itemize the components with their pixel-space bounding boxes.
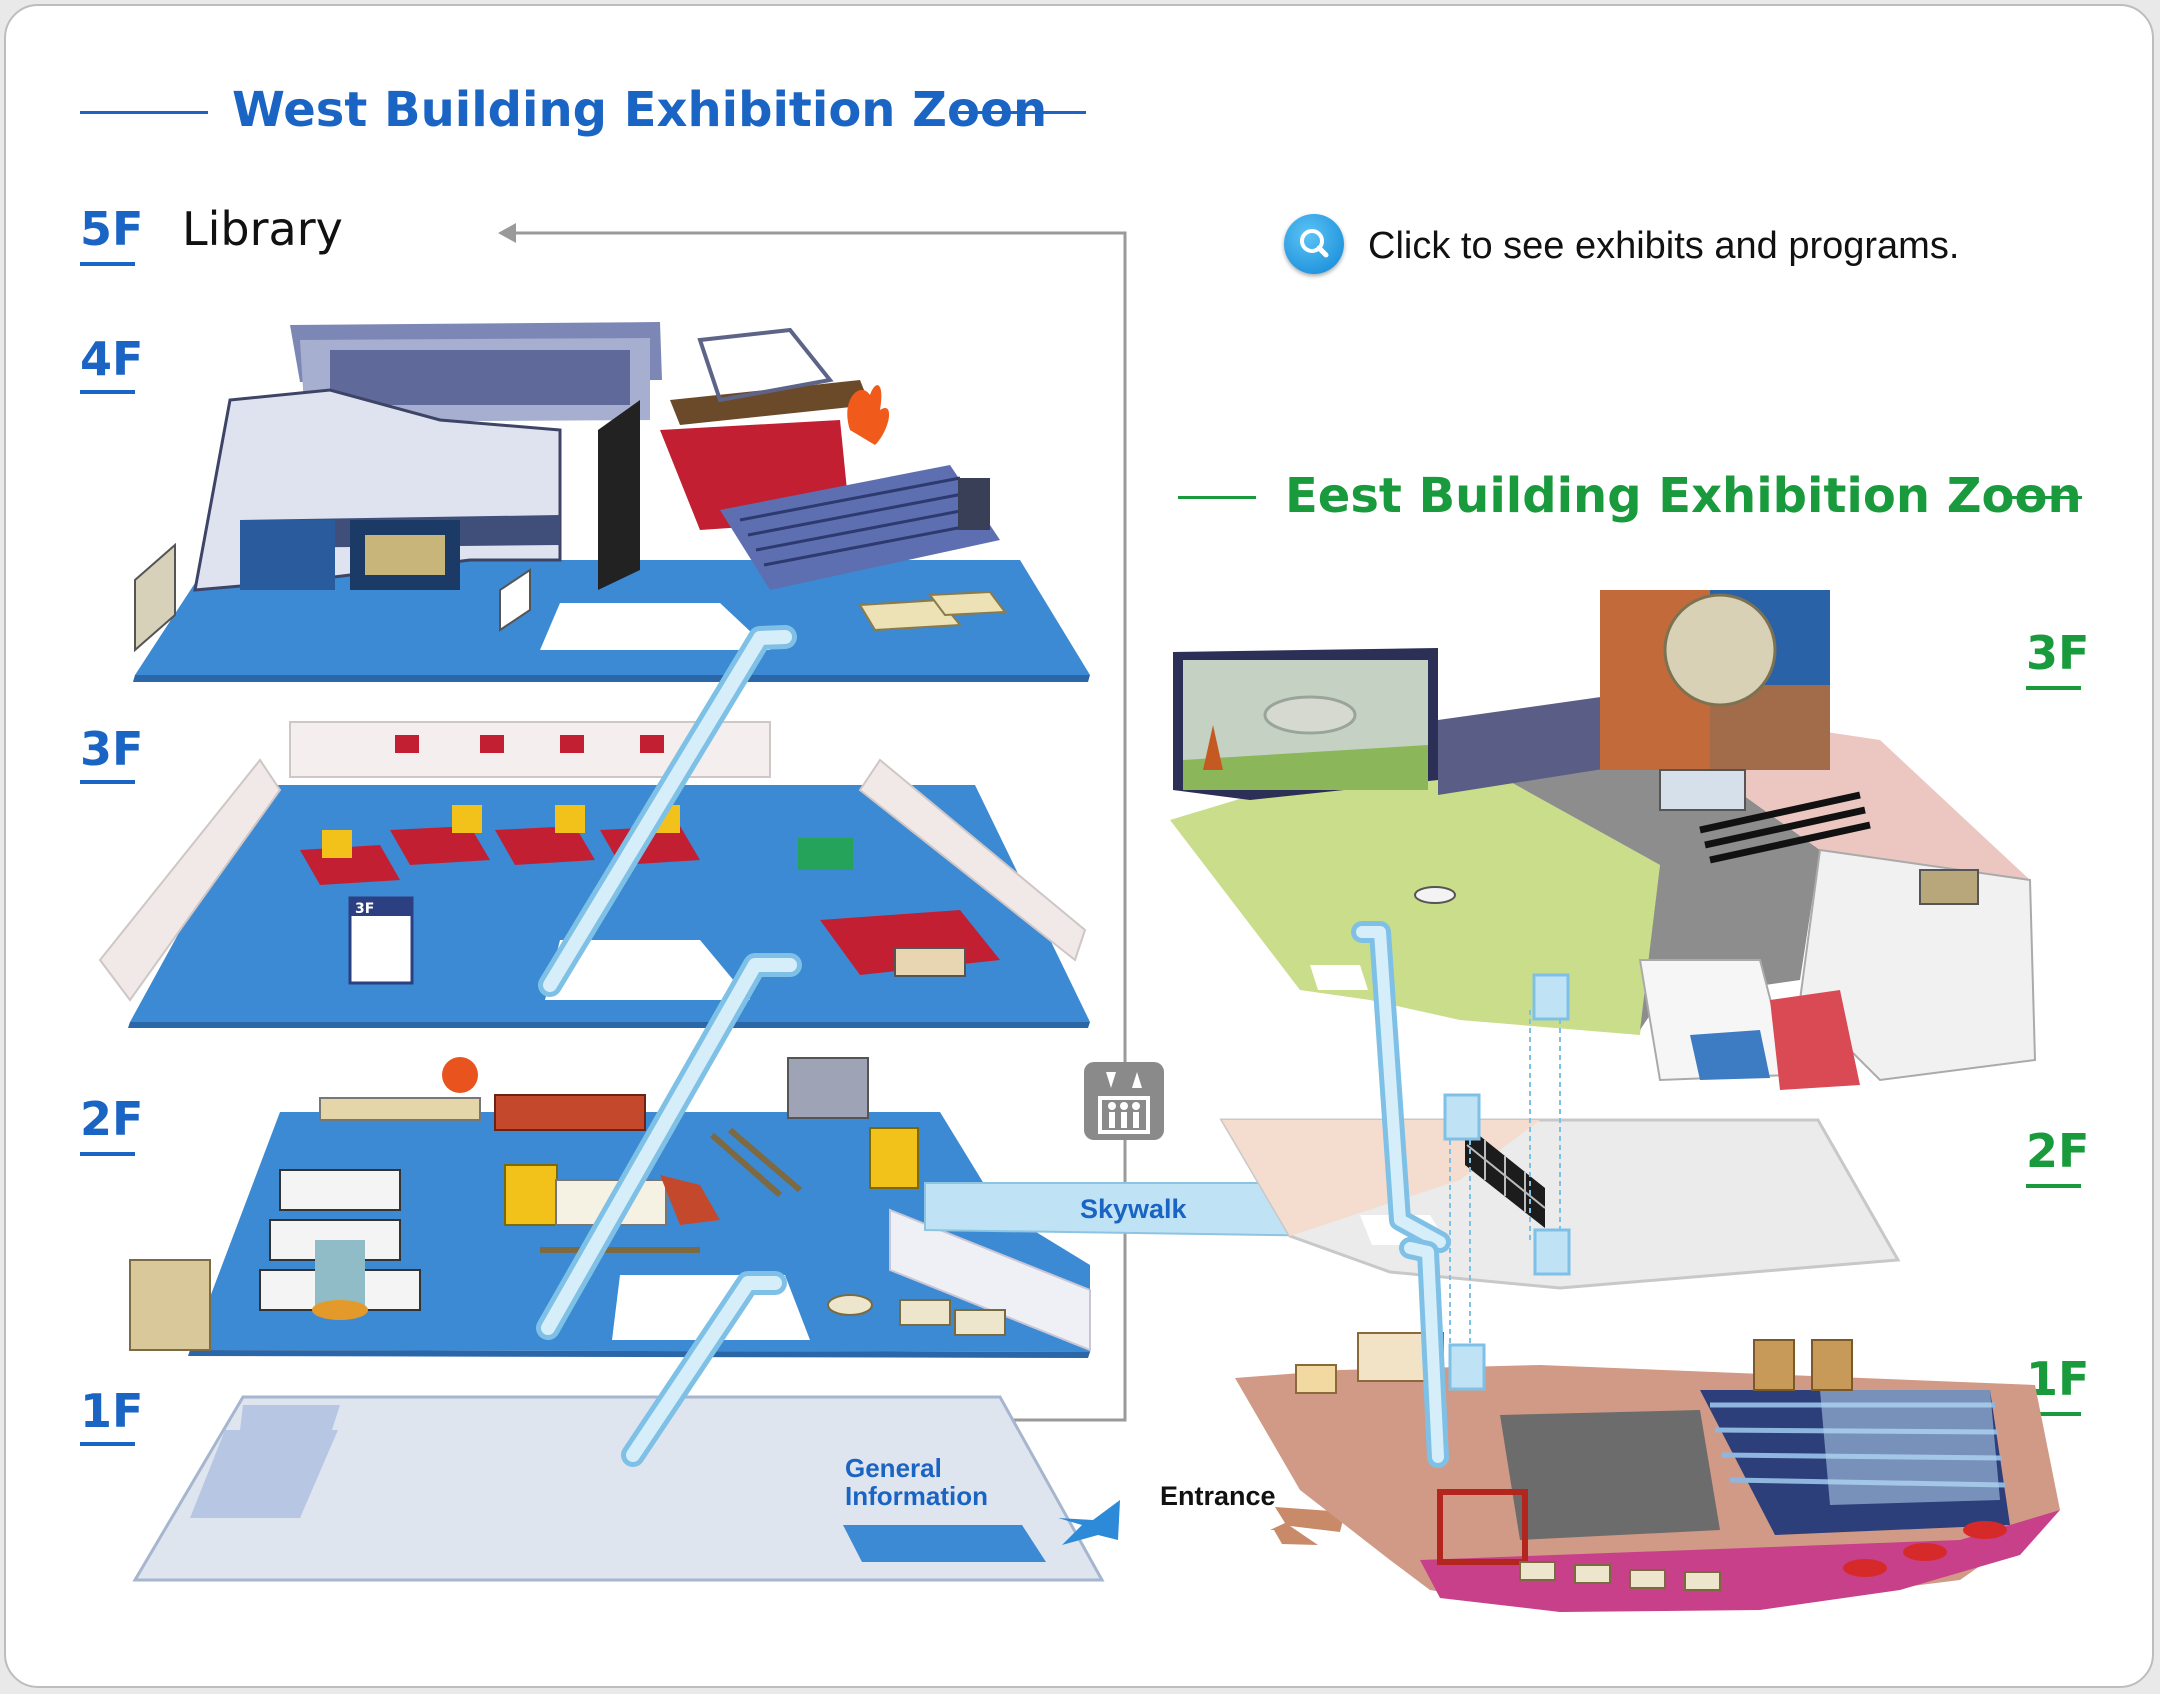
east-floor-2f-label[interactable]: 2F <box>2026 1124 2090 1178</box>
west-title-rule-left <box>80 111 208 114</box>
west-floor-2f-label[interactable]: 2F <box>80 1092 144 1146</box>
library-label[interactable]: Library <box>182 202 343 256</box>
west-floor-4f-label[interactable]: 4F <box>80 332 144 386</box>
west-1f-area[interactable] <box>132 1395 1105 1582</box>
east-title-rule-left <box>1178 496 1256 499</box>
west-floor-4f-rule <box>80 390 135 394</box>
sign-3f-text: 3F <box>355 901 374 917</box>
west-2f-area[interactable] <box>129 1057 1091 1358</box>
elevator-icon[interactable] <box>1084 1062 1164 1140</box>
west-title-rule-right <box>958 111 1086 114</box>
west-floor-3f-label[interactable]: 3F <box>80 722 144 776</box>
east-escalator <box>1351 921 1451 1468</box>
entrance-arrow-out-icon <box>1270 1507 1345 1545</box>
west-floor-5f-rule <box>80 262 135 266</box>
library-route-line <box>498 223 1127 1422</box>
general-information-label-line2[interactable]: Information <box>845 1481 988 1511</box>
east-title-rule-right <box>2006 496 2082 499</box>
search-icon[interactable] <box>1284 214 1344 274</box>
east-floor-2f-rule <box>2026 1184 2081 1188</box>
east-zone-title: Eest Building Exhibition Zoon <box>1285 468 2082 524</box>
west-floor-3f-rule <box>80 780 135 784</box>
west-floor-1f-label[interactable]: 1F <box>80 1384 144 1438</box>
west-3f-area[interactable]: 3F <box>98 721 1090 1028</box>
general-information-label-line1[interactable]: General <box>845 1453 942 1483</box>
west-floor-1f-rule <box>80 1442 135 1446</box>
west-escalator <box>536 625 802 1467</box>
west-zone-title: West Building Exhibition Zoon <box>232 82 1048 138</box>
hint-text: Click to see exhibits and programs. <box>1368 225 1960 267</box>
general-information-desk[interactable] <box>843 1525 1046 1562</box>
east-floor-1f-rule <box>2026 1412 2081 1416</box>
east-elevator-shaft <box>1443 973 1571 1391</box>
west-floor-5f-label[interactable]: 5F <box>80 202 144 256</box>
east-floor-3f-rule <box>2026 686 2081 690</box>
skywalk-label[interactable]: Skywalk <box>1080 1194 1188 1224</box>
east-floor-3f-label[interactable]: 3F <box>2026 626 2090 680</box>
west-4f-area[interactable] <box>133 322 1090 682</box>
east-1f-area[interactable] <box>1235 1332 2060 1612</box>
entrance-label[interactable]: Entrance <box>1160 1481 1276 1511</box>
entrance-arrow-in-icon <box>1058 1500 1120 1545</box>
west-floor-2f-rule <box>80 1152 135 1156</box>
east-3f-area[interactable] <box>1170 590 2037 1090</box>
